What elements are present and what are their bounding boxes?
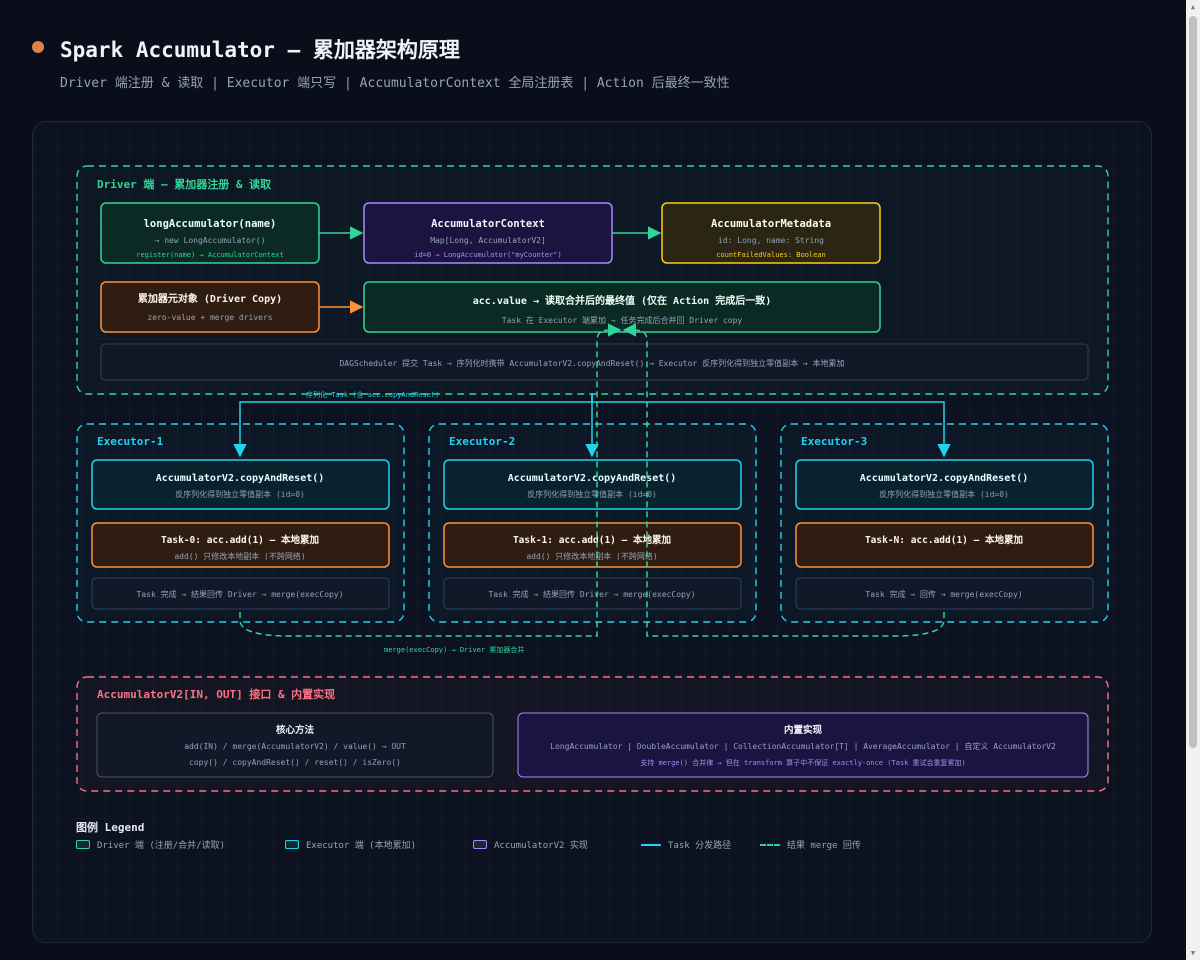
legend-item-executor: Executor 端 (本地累加)	[285, 838, 416, 852]
page-scrollbar[interactable]: ▲ ▼	[1186, 0, 1200, 960]
accumulator-metadata-node: AccumulatorMetadata id: Long, name: Stri…	[661, 202, 881, 264]
long-accumulator-line1: → new LongAccumulator()	[155, 236, 266, 245]
accumulator-context-line2: id=0 → LongAccumulator("myCounter")	[414, 251, 562, 259]
accumulator-context-title: AccumulatorContext	[431, 218, 545, 230]
accumulator-metadata-line2: countFailedValues: Boolean	[716, 251, 826, 259]
executor-3-copy-sub: 反序列化得到独立零值副本 (id=0)	[879, 489, 1009, 499]
legend-item-impl: AccumulatorV2 实现	[473, 838, 588, 852]
executor-2-task-sub: add() 只修改本地副本 (不跨网络)	[526, 551, 657, 561]
accumulator-metadata-line1: id: Long, name: String	[718, 236, 824, 245]
page-title: Spark Accumulator — 累加器架构原理	[60, 38, 460, 62]
executor-1-label: Executor-1	[97, 435, 164, 448]
scroll-down-icon[interactable]: ▼	[1190, 949, 1196, 957]
dag-scheduler-bar: DAGScheduler 提交 Task → 序列化时携带 Accumulato…	[100, 343, 1089, 381]
acc-value-node: acc.value → 读取合并后的最终值 (仅在 Action 完成后一致) …	[363, 281, 881, 333]
driver-group: Driver 端 — 累加器注册 & 读取 longAccumulator(na…	[76, 165, 1109, 395]
builtin-impl-line1: LongAccumulator | DoubleAccumulator | Co…	[550, 741, 1056, 751]
legend-executor-swatch-icon	[285, 840, 299, 849]
executor-3-task-title: Task-N: acc.add(1) — 本地累加	[865, 534, 1023, 546]
executor-1-task-sub: add() 只修改本地副本 (不跨网络)	[174, 551, 305, 561]
accumulator-context-line1: Map[Long, AccumulatorV2]	[430, 236, 546, 245]
driver-copy-title: 累加器元对象 (Driver Copy)	[138, 292, 282, 305]
interface-group-label: AccumulatorV2[IN, OUT] 接口 & 内置实现	[97, 687, 335, 701]
driver-group-label: Driver 端 — 累加器注册 & 读取	[97, 177, 271, 191]
executor-1-done: Task 完成 → 结果回传 Driver → merge(execCopy)	[137, 589, 344, 599]
core-methods-title: 核心方法	[276, 724, 315, 736]
executor-3-label: Executor-3	[801, 435, 867, 448]
acc-value-line1: Task 在 Executor 端累加 → 任务完成后合并回 Driver co…	[502, 315, 743, 325]
long-accumulator-line2: register(name) → AccumulatorContext	[136, 251, 284, 259]
executor-1-copy-title: AccumulatorV2.copyAndReset()	[156, 473, 325, 484]
acc-value-title: acc.value → 读取合并后的最终值 (仅在 Action 完成后一致)	[473, 294, 771, 307]
driver-copy-node: 累加器元对象 (Driver Copy) zero-value + merge …	[100, 281, 320, 333]
accumulator-metadata-title: AccumulatorMetadata	[711, 218, 831, 230]
legend-title: 图例 Legend	[76, 821, 145, 834]
legend-solid-line-icon	[641, 843, 661, 846]
interface-group: AccumulatorV2[IN, OUT] 接口 & 内置实现 核心方法 ad…	[76, 676, 1109, 792]
legend-item-merge: 结果 merge 回传	[760, 838, 861, 852]
legend-dashed-line-icon	[760, 843, 780, 846]
executor-2-copy-title: AccumulatorV2.copyAndReset()	[508, 473, 677, 484]
executor-2-group: Executor-2 AccumulatorV2.copyAndReset() …	[428, 423, 757, 623]
driver-copy-line1: zero-value + merge drivers	[147, 313, 272, 322]
merge-back-edges: merge(execCopy) → Driver 累加器合并	[239, 323, 945, 654]
scroll-up-icon[interactable]: ▲	[1190, 3, 1196, 11]
legend-item-task-path: Task 分发路径	[641, 838, 731, 852]
executor-2-task-title: Task-1: acc.add(1) — 本地累加	[513, 534, 671, 546]
core-methods-line2: copy() / copyAndReset() / reset() / isZe…	[189, 758, 401, 767]
executor-1-copy-sub: 反序列化得到独立零值副本 (id=0)	[175, 489, 305, 499]
long-accumulator-node: longAccumulator(name) → new LongAccumula…	[100, 202, 320, 264]
task-distribution-edges: 序列化 Task (含 acc.copyAndReset)	[233, 390, 951, 458]
accumulator-context-node: AccumulatorContext Map[Long, Accumulator…	[363, 202, 613, 264]
executor-1-group: Executor-1 AccumulatorV2.copyAndReset() …	[76, 423, 405, 623]
dag-scheduler-text: DAGScheduler 提交 Task → 序列化时携带 Accumulato…	[339, 358, 844, 368]
executor-2-done: Task 完成 → 结果回传 Driver → merge(execCopy)	[489, 589, 696, 599]
legend-impl-swatch-icon	[473, 840, 487, 849]
page-subtitle: Driver 端注册 & 读取 | Executor 端只写 | Accumul…	[60, 76, 730, 91]
executor-2-label: Executor-2	[449, 435, 515, 448]
merge-label: merge(execCopy) → Driver 累加器合并	[384, 645, 524, 654]
core-methods-line1: add(IN) / merge(AccumulatorV2) / value()…	[184, 742, 406, 751]
legend-driver-swatch-icon	[76, 840, 90, 849]
builtin-impl-line2: 支持 merge() 合并律 → 但在 transform 算子中不保证 exa…	[640, 758, 965, 767]
legend-item-driver: Driver 端 (注册/合并/读取)	[76, 838, 225, 852]
executor-3-group: Executor-3 AccumulatorV2.copyAndReset() …	[780, 423, 1109, 623]
executor-2-copy-sub: 反序列化得到独立零值副本 (id=0)	[527, 489, 657, 499]
executor-3-done: Task 完成 → 回传 → merge(execCopy)	[865, 589, 1022, 599]
scrollbar-thumb[interactable]	[1189, 16, 1197, 748]
executor-3-copy-title: AccumulatorV2.copyAndReset()	[860, 473, 1029, 484]
long-accumulator-title: longAccumulator(name)	[144, 218, 277, 230]
builtin-impl-title: 内置实现	[784, 724, 823, 736]
serialize-label: 序列化 Task (含 acc.copyAndReset)	[306, 390, 439, 399]
executor-1-task-title: Task-0: acc.add(1) — 本地累加	[161, 534, 319, 546]
title-dot-icon	[32, 41, 44, 53]
